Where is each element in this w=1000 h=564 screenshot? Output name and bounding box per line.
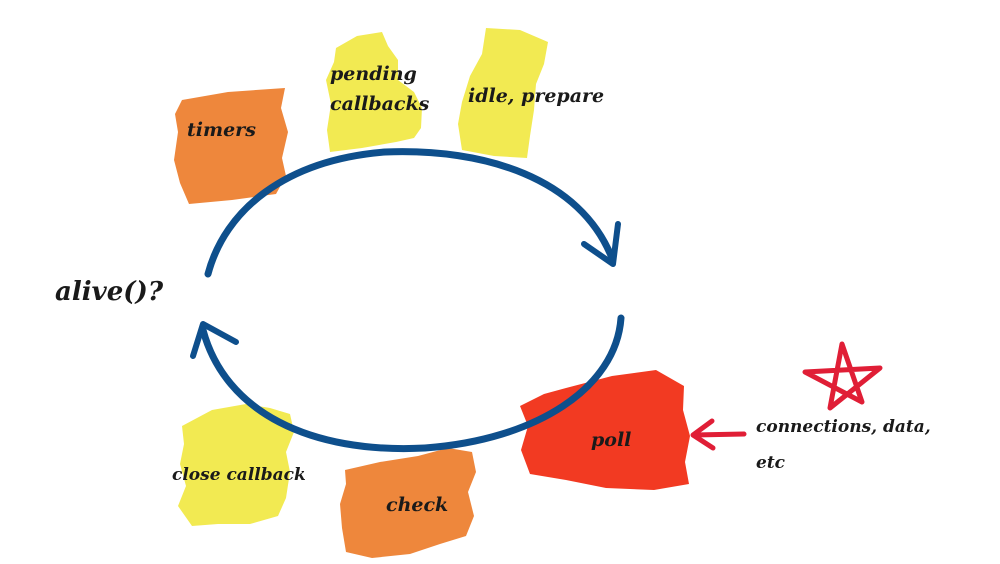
- timers-label: timers: [187, 119, 256, 141]
- external-input-label-line2: etc: [756, 453, 786, 473]
- pending-callbacks-highlight: [326, 32, 422, 152]
- idle-prepare-label: idle, prepare: [468, 85, 604, 107]
- poll-highlight: [520, 370, 690, 490]
- loop-condition-label: alive()?: [55, 277, 164, 307]
- check-highlight: [340, 448, 476, 558]
- close-callback-highlight: [178, 404, 294, 526]
- check-label: check: [386, 494, 448, 516]
- loop-arrow-bottom: [199, 314, 625, 453]
- close-callback-label: close callback: [172, 465, 306, 485]
- pending-callbacks-label-line2: callbacks: [330, 93, 430, 115]
- star-icon: [802, 341, 883, 411]
- incoming-arrow: [691, 431, 747, 438]
- idle-prepare-highlight: [458, 28, 548, 158]
- loop-arrow-top-head: [581, 221, 621, 267]
- pending-callbacks-label-line1: pending: [330, 63, 417, 85]
- incoming-arrow-head: [690, 418, 716, 451]
- poll-label: poll: [591, 429, 631, 451]
- loop-arrow-bottom-head: [190, 321, 239, 359]
- external-input-label-line1: connections, data,: [756, 417, 931, 437]
- loop-arrow-top: [204, 148, 616, 278]
- timers-highlight: [174, 88, 288, 204]
